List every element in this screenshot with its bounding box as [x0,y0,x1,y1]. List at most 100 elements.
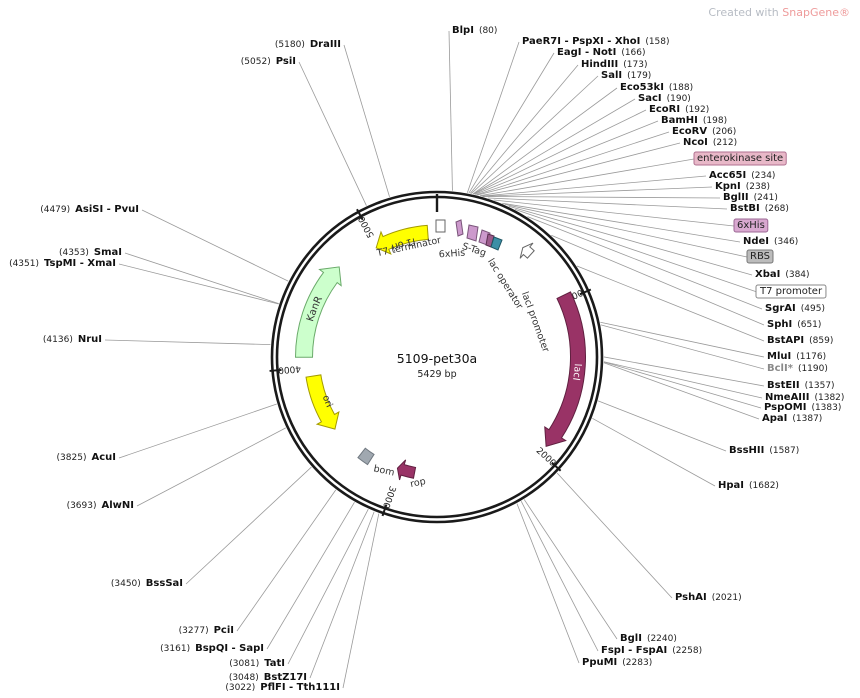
site-label-tspmi-xmai: (4351)TspMI - XmaI [9,258,116,269]
site-label-bsteii: BstEII(1357) [767,380,835,391]
site-label-bstbi: BstBI(268) [730,203,789,214]
site-label-text: RBS [750,251,770,262]
tick-mark [381,504,388,517]
site-label-text: BamHI(198) [661,115,727,126]
feature-box [693,151,787,166]
site-label-ncoi: NcoI(212) [683,137,737,148]
site-connector [236,489,337,632]
site-label-pspomi: PspOMI(1383) [764,402,841,413]
tick-mark [579,288,592,296]
site-label-hpai: HpaI(1682) [718,480,779,491]
site-label-text: HpaI(1682) [718,480,779,491]
site-connector [185,466,312,585]
feature-box [733,218,769,233]
plasmid-name: 5109-pet30a [397,351,477,366]
site-label-text: BclI*(1190) [767,363,828,374]
site-connector [309,511,375,679]
site-label-text: Acc65I(234) [709,170,775,181]
site-label-bglii: BglII(241) [723,192,778,203]
site-label-fspi-fspai: FspI - FspAI(2258) [601,645,702,656]
backbone [270,190,604,524]
site-label-alwni: (3693)AlwNI [67,500,134,511]
site-connector [504,203,748,258]
site-connector [469,64,579,194]
site-label-ppumi: PpuMI(2283) [582,657,652,668]
site-label-text: EcoRV(206) [672,126,736,137]
site-label-text: enterokinase site [697,153,783,164]
site-label-text: Eco53kI(188) [620,82,693,93]
site-label-text: PaeR7I - PspXI - XhoI(158) [522,36,670,47]
site-label-bstapi: BstAPI(859) [767,335,833,346]
plasmid-length: 5429 bp [417,369,456,380]
site-label-acui: (3825)AcuI [57,452,116,463]
site-label-text: HindIII(173) [581,59,647,70]
site-connector [118,403,277,459]
site-connector [466,41,520,193]
site-labels-left: (5180)DraIII(5052)PsiI(4479)AsiSI - PvuI… [9,39,341,693]
site-label-apai: ApaI(1387) [762,413,822,424]
laci-label: lacI [570,363,583,381]
site-label-smai: (4353)SmaI [59,247,122,258]
rbs-mark [490,236,503,251]
6xhis-arrow [455,219,464,237]
site-label-text: 6xHis [737,220,765,231]
site-connector [597,400,727,452]
site-connector [523,499,618,640]
rop-label: rop [409,476,426,490]
site-connector [603,362,760,420]
site-label-psii: (5052)PsiI [241,56,296,67]
tick-label: 5000 [357,214,377,239]
site-label-bamhi: BamHI(198) [661,115,727,126]
site-label-eagi-noti: EagI - NotI(166) [557,47,646,58]
site-label-sphi: SphI(651) [767,319,821,330]
site-label-sali: SalI(179) [601,70,651,81]
site-label-text: SalI(179) [601,70,651,81]
site-label-blpi: BlpI(80) [452,25,497,36]
s-tag-arrow [466,224,479,242]
snapgene-credit: Created with SnapGene® [708,6,850,19]
tick-mark [269,368,282,372]
site-label-text: BglI(2240) [620,633,677,644]
laci-promoter-label: lacI promoter [519,290,551,354]
site-label-text: NmeAIII(1382) [765,392,844,403]
site-label-text: ApaI(1387) [762,413,822,424]
site-connector [476,131,670,196]
site-label-t7-promoter: T7 promoter [755,284,827,299]
site-label-text: T7 promoter [759,286,823,297]
6xhis-label: 6xHis [438,248,465,261]
site-connector [118,263,279,305]
site-label-bstz17i: (3048)BstZ17I [229,672,307,683]
site-connector [600,324,765,370]
site-label-text: EagI - NotI(166) [557,47,646,58]
site-connector [141,209,289,282]
tick-label: 3000 [380,484,397,509]
tick-mark [356,208,364,221]
site-label-pshai: PshAI(2021) [675,592,742,603]
site-connector [603,356,765,387]
site-connector [527,216,763,310]
site-connector [473,98,636,195]
site-label-acc65i: Acc65I(234) [709,170,775,181]
site-connector [603,361,763,399]
site-connector [136,427,286,507]
tick-mark [551,461,562,472]
site-label-bsshii: BssHII(1587) [729,445,799,456]
site-connector [472,87,618,195]
site-label-text: FspI - FspAI(2258) [601,645,702,656]
feature-box [755,284,827,299]
site-connector [520,501,599,652]
site-connector [104,339,271,345]
site-label-text: BssHII(1587) [729,445,799,456]
site-label-bspqi-sapi: (3161)BspQI - SapI [160,643,264,654]
site-label-text: PspOMI(1383) [764,402,841,413]
site-connector [576,265,765,342]
site-connector [468,52,555,194]
site-label-6xhis: 6xHis [733,218,769,233]
bom-label: bom [373,463,396,478]
site-connector [448,30,453,191]
site-connector [480,158,695,197]
site-connector [556,472,673,599]
site-connector [487,197,728,210]
site-label-eco53ki: Eco53kI(188) [620,82,693,93]
site-connector [508,205,753,276]
